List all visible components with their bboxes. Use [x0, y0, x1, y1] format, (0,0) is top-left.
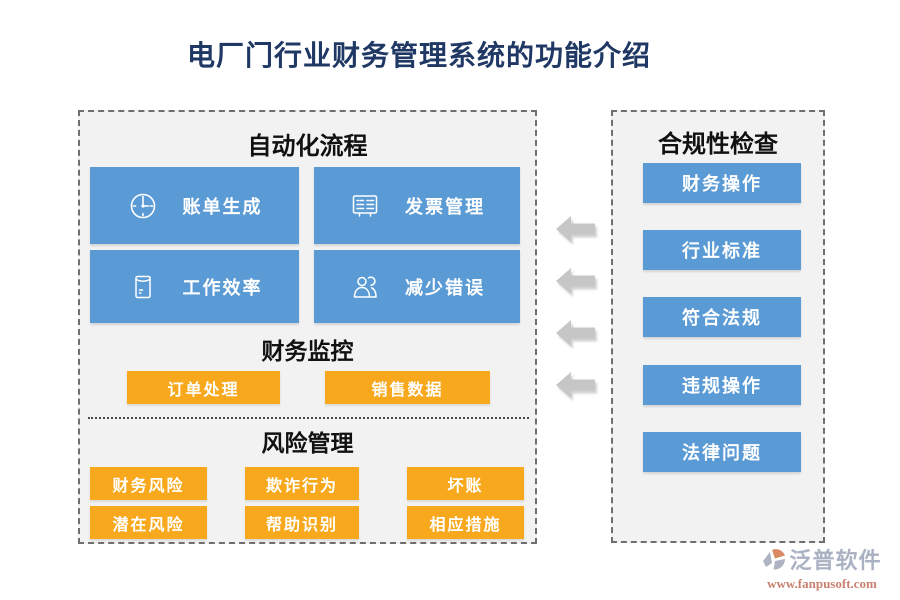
button-financial-risk[interactable]: 财务风险 — [90, 467, 207, 500]
button-label: 违规操作 — [682, 376, 762, 396]
button-financial-operations[interactable]: 财务操作 — [643, 163, 801, 203]
button-label: 符合法规 — [682, 308, 762, 328]
button-order-processing[interactable]: 订单处理 — [127, 371, 280, 404]
button-bad-debt[interactable]: 坏账 — [407, 467, 524, 500]
left-arrow-icon — [556, 215, 596, 248]
button-work-efficiency[interactable]: 工作效率 — [90, 250, 299, 323]
people-icon — [349, 271, 381, 303]
section-heading-compliance: 合规性检查 — [658, 132, 778, 158]
left-arrow-icon — [556, 267, 596, 300]
brand-name: 泛普软件 — [789, 548, 882, 573]
invoice-icon — [349, 190, 381, 222]
button-bill-generation[interactable]: 账单生成 — [90, 167, 299, 244]
left-arrow-icon — [556, 371, 596, 404]
button-reduce-errors[interactable]: 减少错误 — [314, 250, 520, 323]
button-response-measures[interactable]: 相应措施 — [407, 506, 524, 539]
button-label: 法律问题 — [682, 443, 762, 463]
right-panel: 合规性检查 财务操作 行业标准 符合法规 违规操作 法律问题 — [611, 110, 825, 543]
left-arrow-icon — [556, 319, 596, 352]
page-title: 电厂门行业财务管理系统的功能介绍 — [186, 41, 651, 72]
button-label: 潜在风险 — [112, 516, 185, 534]
button-legal-issues[interactable]: 法律问题 — [643, 432, 801, 472]
envelope-icon — [127, 271, 159, 303]
button-violation-operations[interactable]: 违规操作 — [643, 365, 801, 405]
button-industry-standards[interactable]: 行业标准 — [643, 230, 801, 270]
button-label: 工作效率 — [182, 277, 263, 298]
button-label: 销售数据 — [371, 381, 444, 399]
fanpu-logo-icon — [762, 546, 786, 572]
section-divider — [88, 417, 529, 419]
left-panel: 自动化流程 账单生成 发票管理 — [78, 110, 537, 544]
clock-icon — [127, 190, 159, 222]
button-potential-risk[interactable]: 潜在风险 — [90, 506, 207, 539]
brand-url[interactable]: www.fanpusoft.com — [767, 576, 877, 591]
button-label: 相应措施 — [429, 516, 502, 534]
button-help-identify[interactable]: 帮助识别 — [245, 506, 359, 539]
button-label: 发票管理 — [405, 196, 485, 217]
button-sales-data[interactable]: 销售数据 — [325, 371, 490, 404]
button-label: 坏账 — [447, 477, 484, 495]
section-heading-risk: 风险管理 — [261, 431, 354, 456]
button-legal-compliance[interactable]: 符合法规 — [643, 297, 801, 337]
button-label: 减少错误 — [405, 277, 485, 298]
button-label: 财务风险 — [112, 477, 185, 495]
button-label: 订单处理 — [167, 381, 240, 399]
button-label: 财务操作 — [682, 174, 762, 194]
section-heading-automation: 自动化流程 — [247, 134, 368, 160]
button-label: 帮助识别 — [265, 516, 338, 534]
footer-brand: 泛普软件 www.fanpusoft.com — [752, 543, 892, 592]
button-label: 欺诈行为 — [265, 477, 338, 495]
button-label: 账单生成 — [182, 196, 263, 217]
button-fraud-behavior[interactable]: 欺诈行为 — [245, 467, 359, 500]
section-heading-monitoring: 财务监控 — [261, 339, 354, 364]
button-invoice-management[interactable]: 发票管理 — [314, 167, 520, 244]
button-label: 行业标准 — [682, 241, 762, 261]
